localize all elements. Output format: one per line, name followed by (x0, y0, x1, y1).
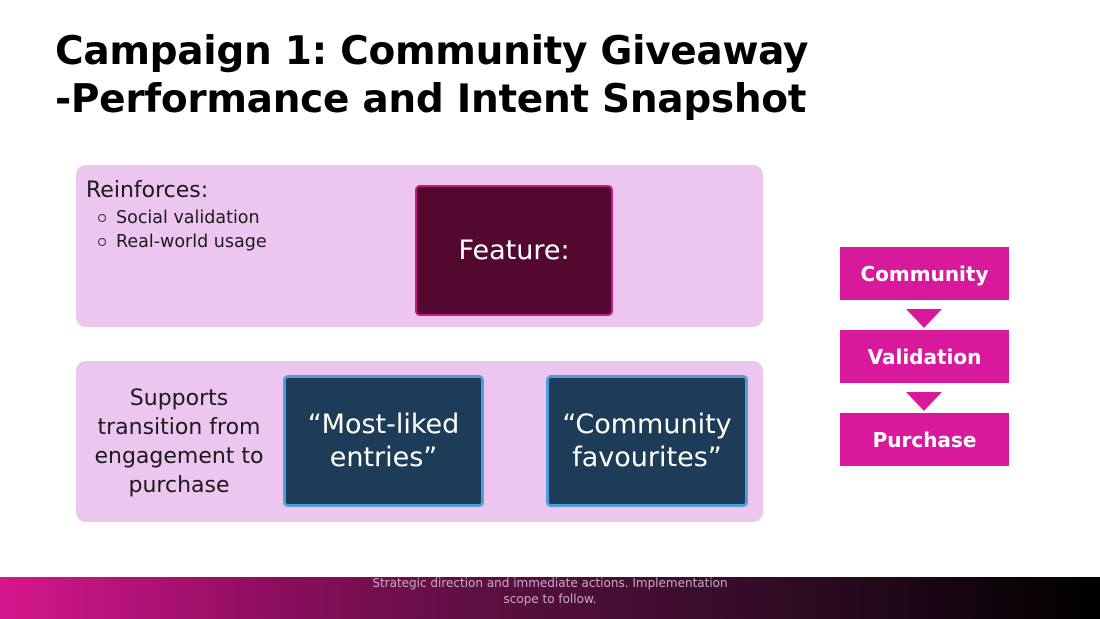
feature-example-label: “Most-liked entries” (307, 409, 460, 473)
feature-example-community-favourites: “Community favourites” (546, 375, 748, 507)
feature-label: Feature: (458, 235, 570, 266)
reinforces-item-label: Social validation (116, 208, 260, 228)
hollow-bullet-icon (98, 238, 106, 246)
flow-step-label: Purchase (872, 427, 977, 452)
title-line-2: -Performance and Intent Snapshot (55, 77, 807, 122)
slide-title: Campaign 1: Community Giveaway -Performa… (55, 28, 955, 124)
supports-text: Supports transition from engagement to p… (94, 386, 264, 498)
down-arrow-icon (906, 392, 942, 411)
flow-step-community: Community (840, 247, 1009, 300)
feature-example-label: “Community favourites” (562, 409, 732, 473)
flow-step-validation: Validation (840, 330, 1009, 383)
feature-box: Feature: (415, 185, 613, 316)
footer-note: Strategic direction and immediate action… (372, 576, 728, 606)
down-arrow-icon (906, 309, 942, 328)
reinforces-heading: Reinforces: (86, 178, 209, 203)
flow-step-purchase: Purchase (840, 413, 1009, 466)
flow-step-label: Community (860, 261, 989, 286)
flow-step-label: Validation (867, 344, 982, 369)
hollow-bullet-icon (98, 214, 106, 222)
reinforces-item: Social validation (96, 206, 286, 230)
reinforces-list: Social validation Real-world usage (96, 206, 286, 254)
footer-gradient-bar (0, 577, 1100, 619)
reinforces-item-label: Real-world usage (116, 232, 267, 252)
title-line-1: Campaign 1: Community Giveaway (55, 29, 809, 74)
feature-example-most-liked: “Most-liked entries” (283, 375, 484, 507)
reinforces-item: Real-world usage (96, 230, 286, 254)
